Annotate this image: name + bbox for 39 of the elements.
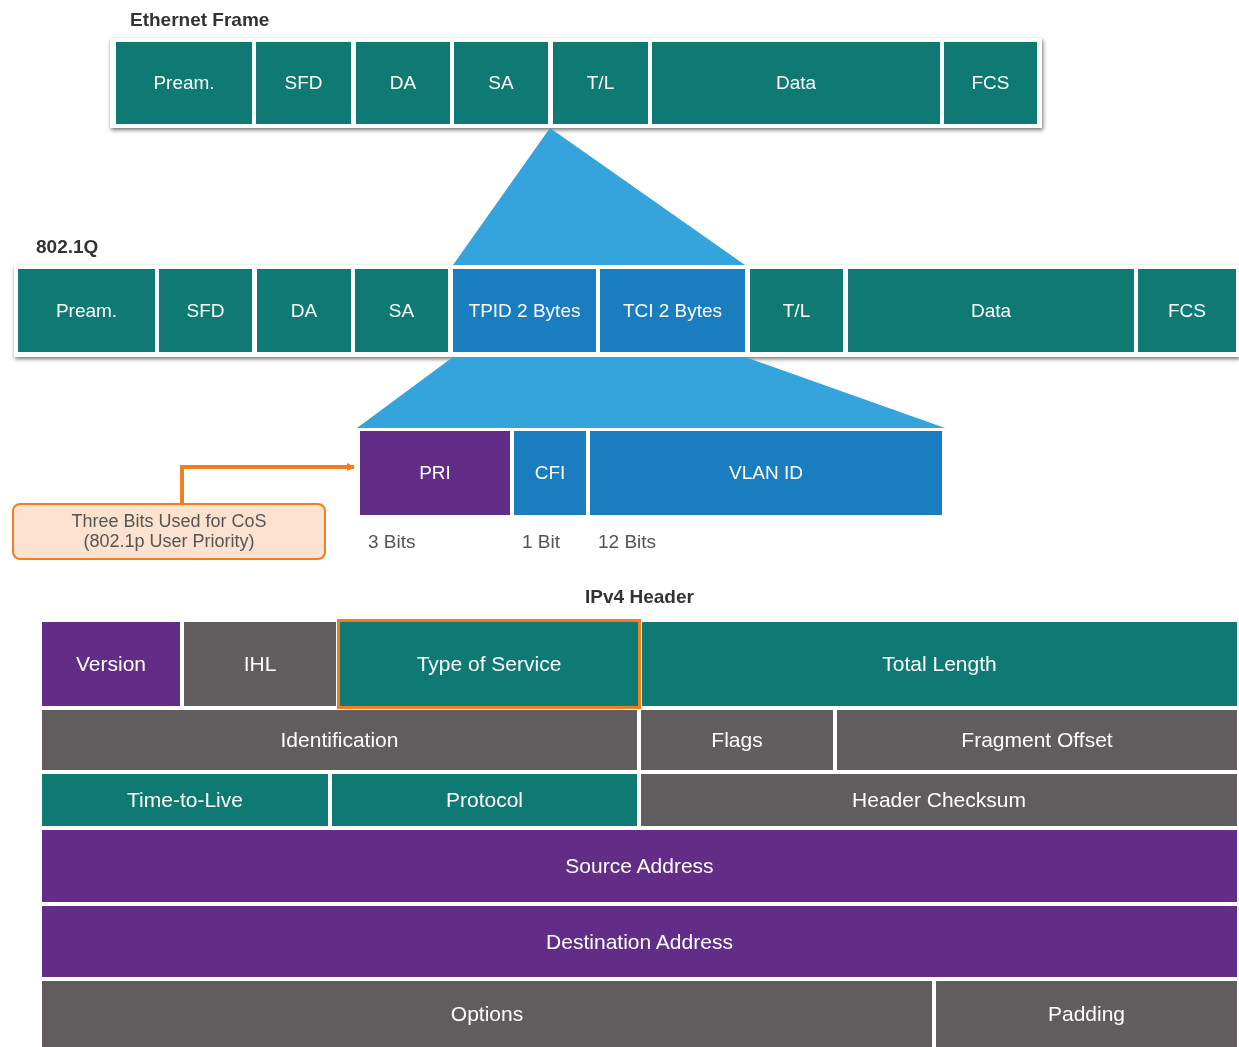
field-cell: Destination Address <box>42 906 1237 977</box>
bit-width-label: 3 Bits <box>368 531 416 553</box>
field-cell: SA <box>355 269 448 352</box>
expansion-triangle <box>453 128 745 265</box>
field-cell: Fragment Offset <box>837 710 1237 770</box>
field-cell: DA <box>356 42 450 124</box>
field-cell: Time-to-Live <box>42 774 328 826</box>
field-cell: SFD <box>256 42 351 124</box>
field-cell: FCS <box>944 42 1037 124</box>
field-cell: T/L <box>750 269 843 352</box>
field-cell: Source Address <box>42 830 1237 902</box>
frame-title: 802.1Q <box>36 236 99 258</box>
arrow <box>180 463 355 503</box>
field-cell: Options <box>42 981 932 1047</box>
field-cell: Data <box>652 42 940 124</box>
field-cell: Protocol <box>332 774 637 826</box>
field-cell: Padding <box>936 981 1237 1047</box>
field-cell: SFD <box>159 269 252 352</box>
field-cell: T/L <box>553 42 648 124</box>
field-cell: Type of Service <box>340 622 638 706</box>
field-cell: FCS <box>1138 269 1236 352</box>
field-cell: TPID 2 Bytes <box>453 269 596 352</box>
field-cell: Pream. <box>18 269 155 352</box>
field-cell: TCI 2 Bytes <box>600 269 745 352</box>
bit-width-label: 12 Bits <box>598 531 657 553</box>
field-cell: DA <box>257 269 351 352</box>
field-cell: IHL <box>184 622 336 706</box>
field-cell: Total Length <box>642 622 1237 706</box>
callout-note: Three Bits Used for CoS (802.1p User Priority) <box>12 503 326 560</box>
table-title: IPv4 Header <box>584 586 695 608</box>
field-cell: Data <box>848 269 1134 352</box>
field-cell: Pream. <box>116 42 252 124</box>
bit-width-label: 1 Bit <box>522 531 561 553</box>
field-cell: Flags <box>641 710 833 770</box>
field-cell: SA <box>454 42 548 124</box>
field-cell: Version <box>42 622 180 706</box>
field-cell: Header Checksum <box>641 774 1237 826</box>
frame-title: Ethernet Frame <box>130 9 270 31</box>
field-cell: Identification <box>42 710 637 770</box>
